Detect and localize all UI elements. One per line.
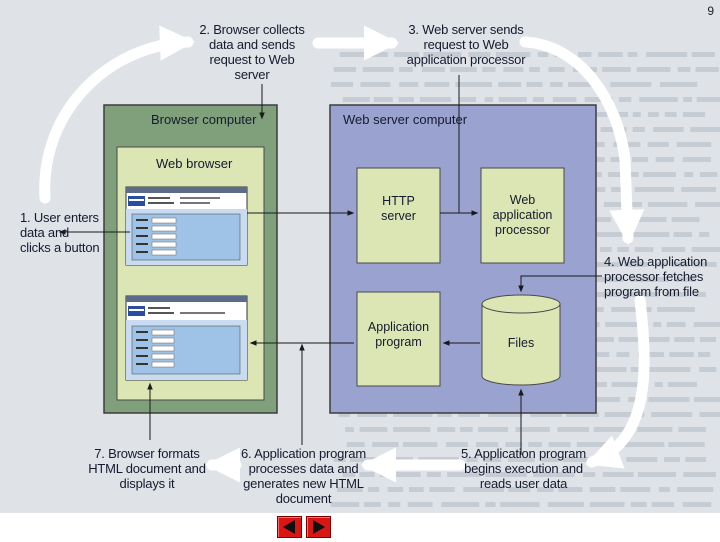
files-label: Files [507,336,535,350]
textbook-scan: Browser computer Web server computer Web… [0,0,720,513]
connector-arrows [58,75,602,455]
web-browser-label: Web browser [156,156,233,171]
arrow-step1-to-step2 [39,25,196,204]
loop-arrows [39,25,650,483]
arrow-step3-to-step4 [519,36,645,246]
web-application-flow-diagram [39,25,650,483]
browser-window-result [125,295,248,381]
browser-computer-label: Browser computer [151,112,257,127]
next-slide-button[interactable] [306,516,331,538]
browser-window-form [125,186,248,266]
web-app-processor-box [480,167,565,264]
application-program-box [356,291,441,387]
http-server-box [356,167,441,264]
triangle-left-icon [283,520,295,534]
web-server-computer-label: Web server computer [343,112,468,127]
page-number: 9 [707,4,714,18]
triangle-right-icon [313,520,325,534]
arrow-step4-to-step5 [585,294,650,469]
previous-slide-button[interactable] [277,516,302,538]
files-cylinder [481,294,561,386]
